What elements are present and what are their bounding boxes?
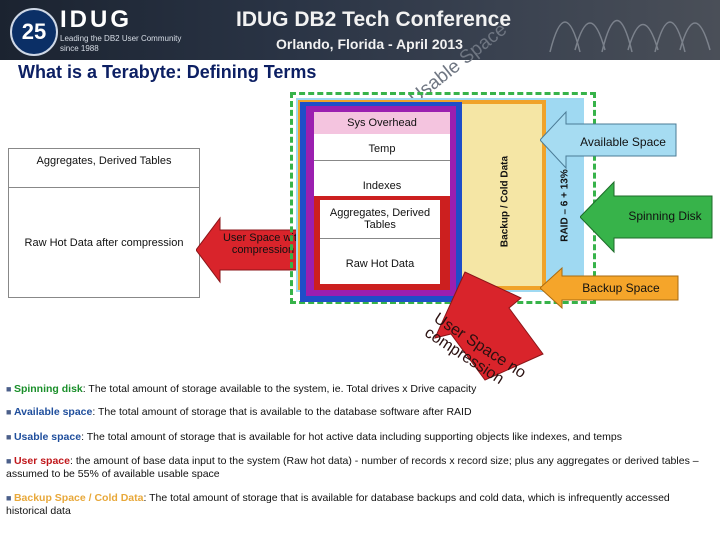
spinning-disk-label: Spinning Disk — [628, 209, 702, 223]
conference-title: IDUG DB2 Tech Conference — [236, 8, 511, 31]
bullet-text: : the amount of base data input to the s… — [6, 455, 699, 480]
sys-overhead-band — [314, 112, 450, 134]
available-space-label: Available Space — [580, 135, 666, 149]
user-space-divider — [320, 238, 440, 239]
spinning-disk-arrow — [580, 180, 713, 254]
bullet-backup-space: ■ Backup Space / Cold Data: The total am… — [6, 492, 712, 518]
left-raw-hot-data-label: Raw Hot Data after compression — [24, 237, 184, 249]
header-banner — [0, 0, 720, 60]
bullet-spinning-disk: ■ Spinning disk: The total amount of sto… — [6, 383, 712, 396]
bullet-marker: ■ — [6, 493, 14, 503]
left-box-divider — [9, 187, 199, 188]
spinning-disk-frame — [290, 92, 596, 304]
backup-cold-region — [462, 104, 542, 286]
indexes-label: Indexes — [362, 180, 402, 192]
bullet-text: : The total amount of storage that is av… — [6, 492, 670, 517]
bullet-text: : The total amount of storage available … — [82, 383, 477, 395]
compressed-data-box: Aggregates, Derived Tables Raw Hot Data … — [8, 148, 200, 298]
bullet-term: User space — [13, 455, 70, 467]
bullet-text: : The total amount of storage that is av… — [81, 431, 622, 443]
user-space-inner — [320, 200, 440, 284]
stack-raw-hot-data-label: Raw Hot Data — [345, 258, 415, 270]
bullet-usable-space: ■ Usable space: The total amount of stor… — [6, 431, 712, 444]
bullet-marker: ■ — [6, 432, 14, 442]
sys-overhead-label: Sys Overhead — [347, 117, 417, 129]
backup-space-arrow — [540, 266, 679, 310]
header-decoration — [549, 19, 711, 53]
bullet-term: Backup Space / Cold Data — [13, 492, 144, 504]
bullet-marker: ■ — [6, 456, 14, 466]
backup-space-label: Backup Space — [582, 281, 660, 295]
temp-label: Temp — [368, 143, 396, 155]
bullet-term: Spinning disk — [13, 383, 83, 395]
conference-subtitle: Orlando, Florida - April 2013 — [276, 36, 463, 52]
backup-cold-data-label: Backup / Cold Data — [499, 155, 511, 248]
bullet-user-space: ■ User space: the amount of base data in… — [6, 455, 712, 481]
temp-indexes-divider — [314, 160, 450, 161]
bullet-term: Available space — [13, 406, 93, 418]
anniversary-badge: 25 — [10, 8, 58, 56]
available-space-arrow — [540, 110, 677, 170]
idug-logo: IDUG — [60, 6, 132, 33]
bullet-marker: ■ — [6, 407, 14, 417]
bullet-term: Usable space — [13, 431, 82, 443]
left-aggregates-label: Aggregates, Derived Tables — [36, 155, 172, 167]
bullet-available-space: ■ Available space: The total amount of s… — [6, 406, 712, 419]
slide-title: What is a Terabyte: Defining Terms — [18, 62, 317, 82]
stack-aggregates-label: Aggregates, Derived Tables — [329, 207, 431, 231]
bullet-marker: ■ — [6, 384, 14, 394]
user-space-no-compression-arrow — [434, 271, 544, 381]
bullet-text: : The total amount of storage that is av… — [92, 406, 472, 418]
logo-tagline: Leading the DB2 User Community since 198… — [60, 34, 182, 53]
user-space-compression-label: User Space with compression — [222, 232, 304, 256]
